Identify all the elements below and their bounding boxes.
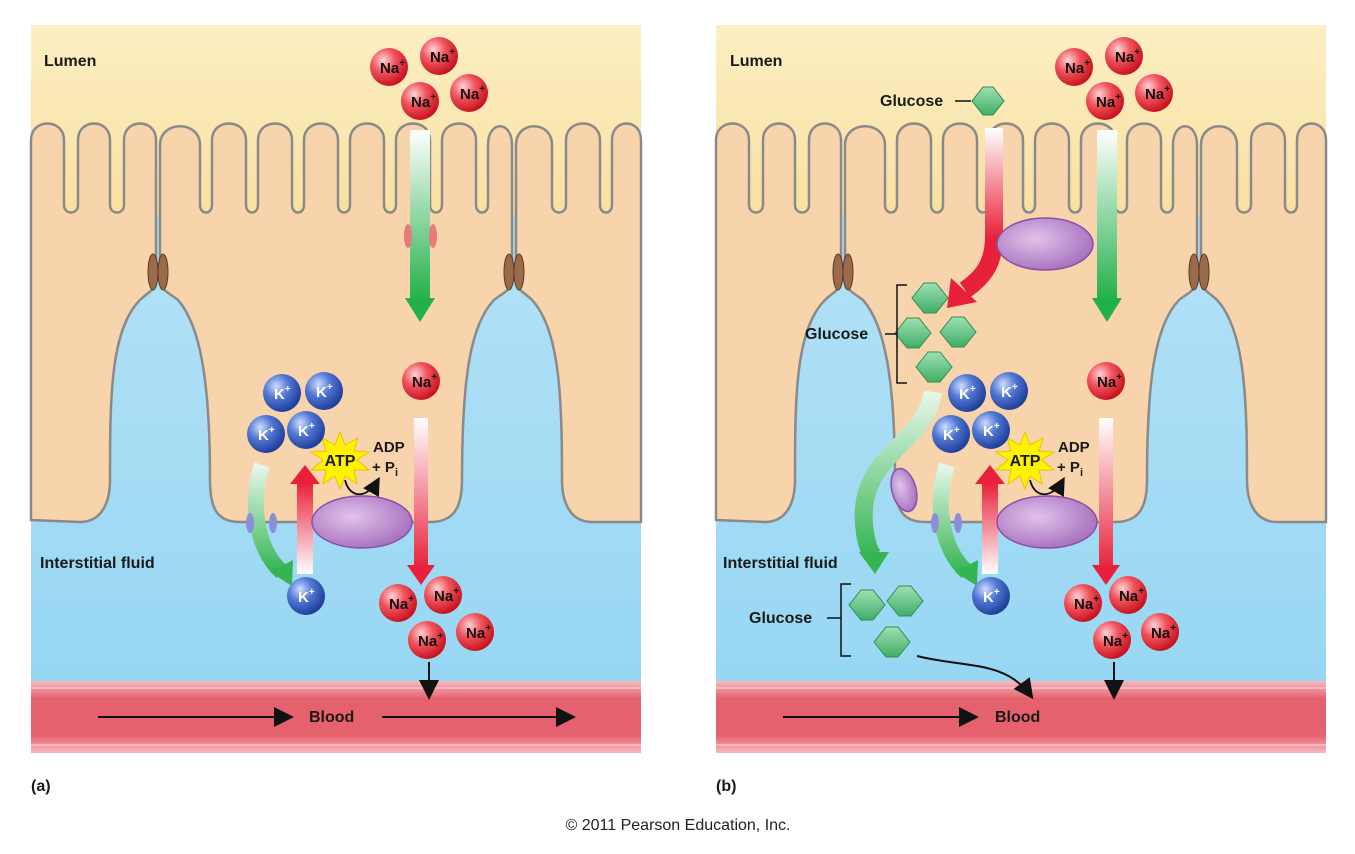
glucose-label-top: Glucose xyxy=(880,93,943,110)
interstitial-label-a: Interstitial fluid xyxy=(40,555,155,572)
potassium-ion-interstitial xyxy=(287,577,325,615)
svg-text:Na+: Na+ xyxy=(411,92,436,111)
svg-text:Na+: Na+ xyxy=(460,84,485,103)
sodium-ions-interstitial-b xyxy=(1064,576,1179,659)
sodium-ions-interstitial xyxy=(379,576,494,659)
glucose-exit-arrow xyxy=(854,389,942,562)
pi-label-b: + Pi xyxy=(1057,459,1083,479)
svg-text:Na+: Na+ xyxy=(418,631,443,650)
interstitial-label-b: Interstitial fluid xyxy=(723,555,838,572)
svg-text:Na+: Na+ xyxy=(1096,92,1121,111)
svg-text:Na+: Na+ xyxy=(1145,84,1170,103)
adp-label: ADP xyxy=(373,439,405,456)
svg-text:Na+: Na+ xyxy=(412,372,437,391)
glucose-label-mid: Glucose xyxy=(805,326,868,343)
svg-text:Na+: Na+ xyxy=(466,623,491,642)
atp-label-b: ATP xyxy=(1010,453,1041,470)
svg-text:K+: K+ xyxy=(959,384,976,403)
svg-text:Na+: Na+ xyxy=(1119,586,1144,605)
tight-junction-left xyxy=(147,253,169,291)
svg-text:K+: K+ xyxy=(298,587,315,606)
sodium-exit-arrow-b xyxy=(1092,565,1120,585)
svg-text:K+: K+ xyxy=(298,421,315,440)
tight-junction-right xyxy=(503,253,525,291)
atp-burst-b xyxy=(994,430,1056,491)
potassium-leak-arrow xyxy=(247,462,288,578)
atp-label: ATP xyxy=(325,453,356,470)
glucose-to-blood-arrow xyxy=(916,655,1034,700)
potassium-ion-interstitial-b xyxy=(972,577,1010,615)
epithelial-cells-b xyxy=(714,122,843,524)
sodium-potassium-pump-b xyxy=(996,495,1098,549)
svg-text:Na+: Na+ xyxy=(1065,58,1090,77)
sodium-exit-arrow xyxy=(407,565,435,585)
sodium-ion-cell-b xyxy=(1087,362,1125,400)
blood-label-a: Blood xyxy=(309,709,354,726)
sodium-entry-arrow-b xyxy=(1092,298,1122,322)
panel-letter-b: (b) xyxy=(716,778,736,795)
lumen-label-b: Lumen xyxy=(730,53,782,70)
potassium-leak-arrow-b xyxy=(932,462,973,578)
svg-text:Na+: Na+ xyxy=(434,586,459,605)
sodium-channel xyxy=(404,224,412,248)
lumen-label-a: Lumen xyxy=(44,53,96,70)
glucose-bracket-interstitial xyxy=(827,583,851,657)
right-cell-b xyxy=(1199,122,1328,524)
svg-text:Na+: Na+ xyxy=(1103,631,1128,650)
svg-text:K+: K+ xyxy=(983,587,1000,606)
svg-text:K+: K+ xyxy=(258,425,275,444)
svg-text:K+: K+ xyxy=(316,382,333,401)
svg-text:Na+: Na+ xyxy=(389,594,414,613)
potassium-pump-arrow-b xyxy=(975,465,1005,484)
svg-text:K+: K+ xyxy=(1001,382,1018,401)
svg-text:Na+: Na+ xyxy=(1097,372,1122,391)
svg-text:Na+: Na+ xyxy=(1074,594,1099,613)
right-cell xyxy=(514,122,643,524)
glucose-transporter xyxy=(890,467,918,513)
atp-hydrolysis-arrow xyxy=(344,476,380,497)
glucose-interstitial xyxy=(848,585,924,658)
svg-text:K+: K+ xyxy=(983,421,1000,440)
copyright-caption: © 2011 Pearson Education, Inc. xyxy=(566,817,791,834)
potassium-pump-arrow xyxy=(290,465,320,484)
glucose-label-bottom: Glucose xyxy=(749,610,812,627)
panel-a: ATP ADP + Pi Na+ xyxy=(29,25,643,795)
svg-text:Na+: Na+ xyxy=(380,58,405,77)
tight-junction-left-b xyxy=(832,253,854,291)
panel-letter-a: (a) xyxy=(31,778,51,795)
svg-text:Na+: Na+ xyxy=(430,47,455,66)
glucose-bracket-cell xyxy=(885,284,907,384)
potassium-ions-cell-b xyxy=(932,372,1028,453)
svg-text:Na+: Na+ xyxy=(1115,47,1140,66)
glucose-entry-arrow xyxy=(959,235,1003,298)
potassium-ions-cell xyxy=(247,372,343,453)
svg-text:K+: K+ xyxy=(274,384,291,403)
sodium-entry-arrow xyxy=(405,298,435,322)
atp-burst xyxy=(309,430,371,491)
svg-text:Na+: Na+ xyxy=(1151,623,1176,642)
tight-junction-right-b xyxy=(1188,253,1210,291)
sodium-potassium-pump xyxy=(311,495,413,549)
pi-label: + Pi xyxy=(372,459,398,479)
sodium-glucose-cotransporter xyxy=(996,217,1094,271)
epithelial-cells xyxy=(29,122,158,524)
potassium-channel xyxy=(246,513,254,533)
adp-label-b: ADP xyxy=(1058,439,1090,456)
svg-text:K+: K+ xyxy=(943,425,960,444)
sodium-ions-lumen-b xyxy=(1055,37,1173,120)
blood-label-b: Blood xyxy=(995,709,1040,726)
panel-b: ATP ADP + Pi xyxy=(714,25,1328,795)
glucose-cell xyxy=(894,282,977,383)
sodium-ions-lumen xyxy=(370,37,488,120)
sodium-ion-cell xyxy=(402,362,440,400)
glucose-lumen xyxy=(971,86,1005,116)
